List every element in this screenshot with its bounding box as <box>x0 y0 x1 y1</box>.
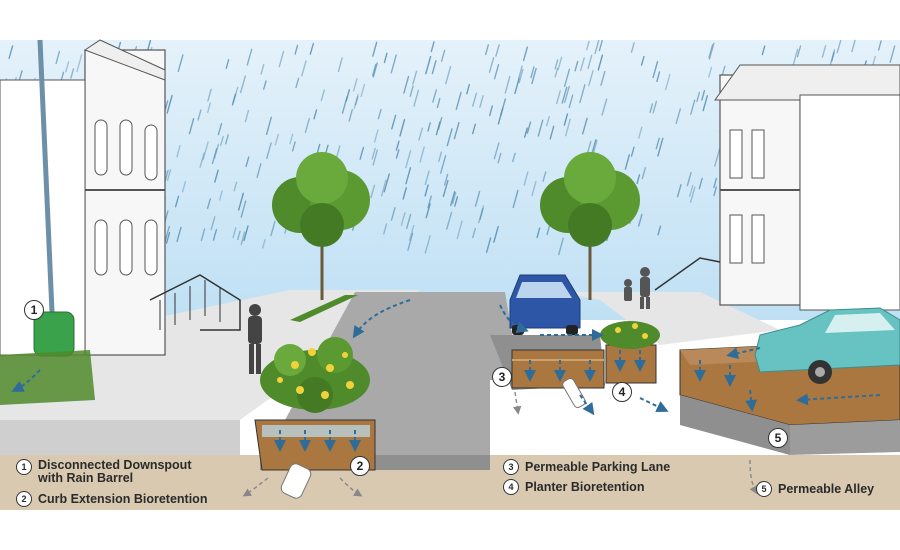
blue-car <box>510 275 580 335</box>
bottom-margin <box>0 510 900 550</box>
planter-bioretention <box>600 321 660 383</box>
legend-number: 2 <box>16 491 32 507</box>
legend-item-parking-lane: 3 Permeable Parking Lane <box>503 459 670 475</box>
left-curb <box>0 420 240 455</box>
legend-item-alley: 5 Permeable Alley <box>756 481 874 497</box>
legend-number: 3 <box>503 459 519 475</box>
marker-downspout: 1 <box>24 300 44 320</box>
legend-number: 1 <box>16 459 32 475</box>
left-lawn <box>0 350 95 405</box>
legend-number: 5 <box>756 481 772 497</box>
legend-item-planter: 4 Planter Bioretention <box>503 479 644 495</box>
marker-parking-lane: 3 <box>492 367 512 387</box>
legend-number: 4 <box>503 479 519 495</box>
marker-planter: 4 <box>612 382 632 402</box>
legend-label: Curb Extension Bioretention <box>38 493 207 506</box>
legend-label: Permeable Alley <box>778 483 874 496</box>
legend-item-curb-extension: 2 Curb Extension Bioretention <box>16 491 207 507</box>
legend-label: Permeable Parking Lane <box>525 461 670 474</box>
marker-number: 1 <box>31 303 38 317</box>
legend-label: Disconnected Downspout with Rain Barrel <box>38 459 191 485</box>
top-margin <box>0 0 900 40</box>
marker-number: 3 <box>499 370 506 384</box>
rain-barrel <box>34 312 74 356</box>
legend-item-downspout: 1 Disconnected Downspout with Rain Barre… <box>16 459 191 485</box>
marker-curb-extension: 2 <box>350 456 370 476</box>
marker-alley: 5 <box>768 428 788 448</box>
marker-number: 2 <box>357 459 364 473</box>
marker-number: 4 <box>619 385 626 399</box>
marker-number: 5 <box>775 431 782 445</box>
legend-label: Planter Bioretention <box>525 481 644 494</box>
